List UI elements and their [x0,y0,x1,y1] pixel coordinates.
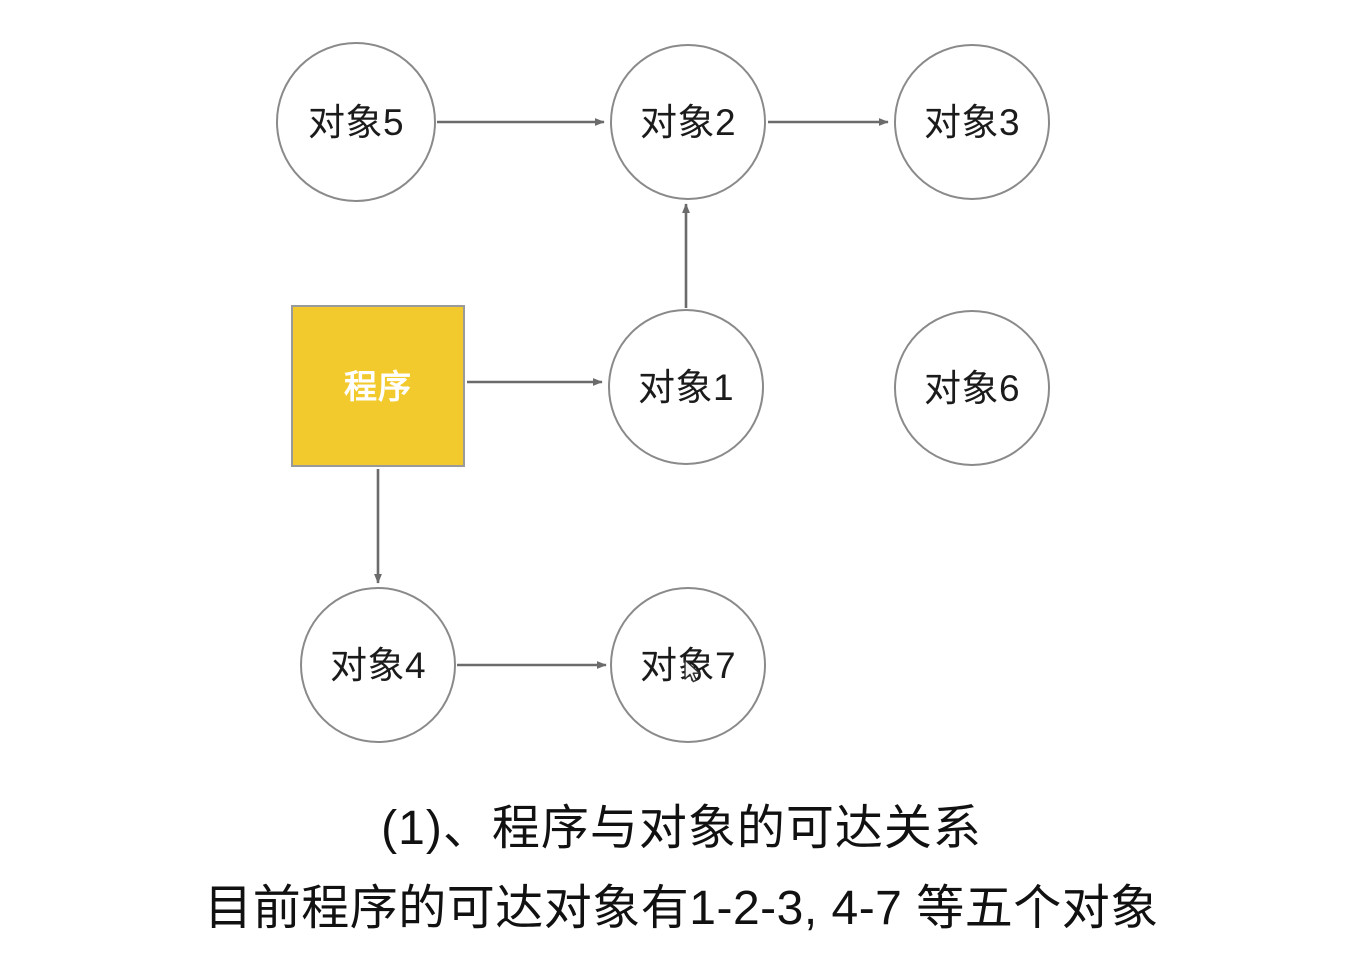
node-obj4[interactable]: 对象4 [300,587,456,743]
caption-line-1: (1)、程序与对象的可达关系 [381,802,982,855]
node-obj7[interactable]: 对象7 [610,587,766,743]
node-obj3-label: 对象3 [923,101,1021,143]
node-obj6[interactable]: 对象6 [894,310,1050,466]
node-obj3[interactable]: 对象3 [894,44,1050,200]
node-obj6-label: 对象6 [923,367,1021,409]
node-obj5[interactable]: 对象5 [276,42,436,202]
node-program[interactable]: 程序 [291,305,465,467]
node-obj1-label: 对象1 [637,366,735,408]
node-obj2-label: 对象2 [639,101,737,143]
node-program-label: 程序 [344,367,412,405]
node-obj2[interactable]: 对象2 [610,44,766,200]
node-obj7-label: 对象7 [639,644,737,686]
node-obj5-label: 对象5 [307,101,405,143]
node-obj1[interactable]: 对象1 [608,309,764,465]
node-obj4-label: 对象4 [329,644,427,686]
caption-line-2: 目前程序的可达对象有1-2-3, 4-7 等五个对象 [204,882,1159,935]
